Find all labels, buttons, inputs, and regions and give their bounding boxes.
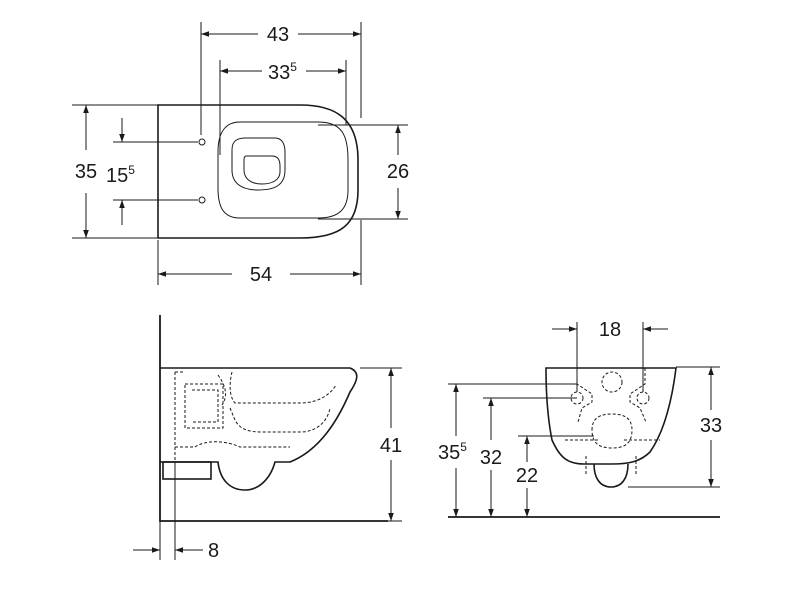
top-view-seat-opening [217,121,349,219]
top-view: 43 335 35 155 26 54 [72,22,409,286]
top-view-drain [243,155,281,185]
dim-seat-depth: 26 [387,161,409,183]
dim-bolt-height: 355 [438,440,467,464]
dim-total-height: 33 [700,415,722,437]
side-view-bowl-outline [160,367,358,491]
dim-outlet-height: 22 [516,465,538,487]
top-view-bolt-hole-top [198,138,206,146]
top-view-bowl-outline [157,104,359,239]
side-view: 41 8 [133,315,402,562]
top-view-bolt-hole-bottom [198,196,206,204]
dim-inlet-height: 32 [480,447,502,469]
dim-seat-width: 335 [268,60,297,84]
dim-wall-offset: 8 [208,540,219,562]
front-view-bowl-outline [545,367,677,465]
dim-height: 41 [380,435,402,457]
dim-depth: 35 [75,161,97,183]
dim-bolt-spacing: 155 [106,163,135,187]
dim-overall-width: 43 [267,24,289,46]
dim-length: 54 [250,264,272,286]
dim-bolt-distance: 18 [599,319,621,341]
front-view-outlet [593,463,629,488]
side-view-connector [162,461,212,480]
top-view-inner-bowl [231,137,286,191]
front-view: 18 33 355 32 22 [438,319,722,518]
